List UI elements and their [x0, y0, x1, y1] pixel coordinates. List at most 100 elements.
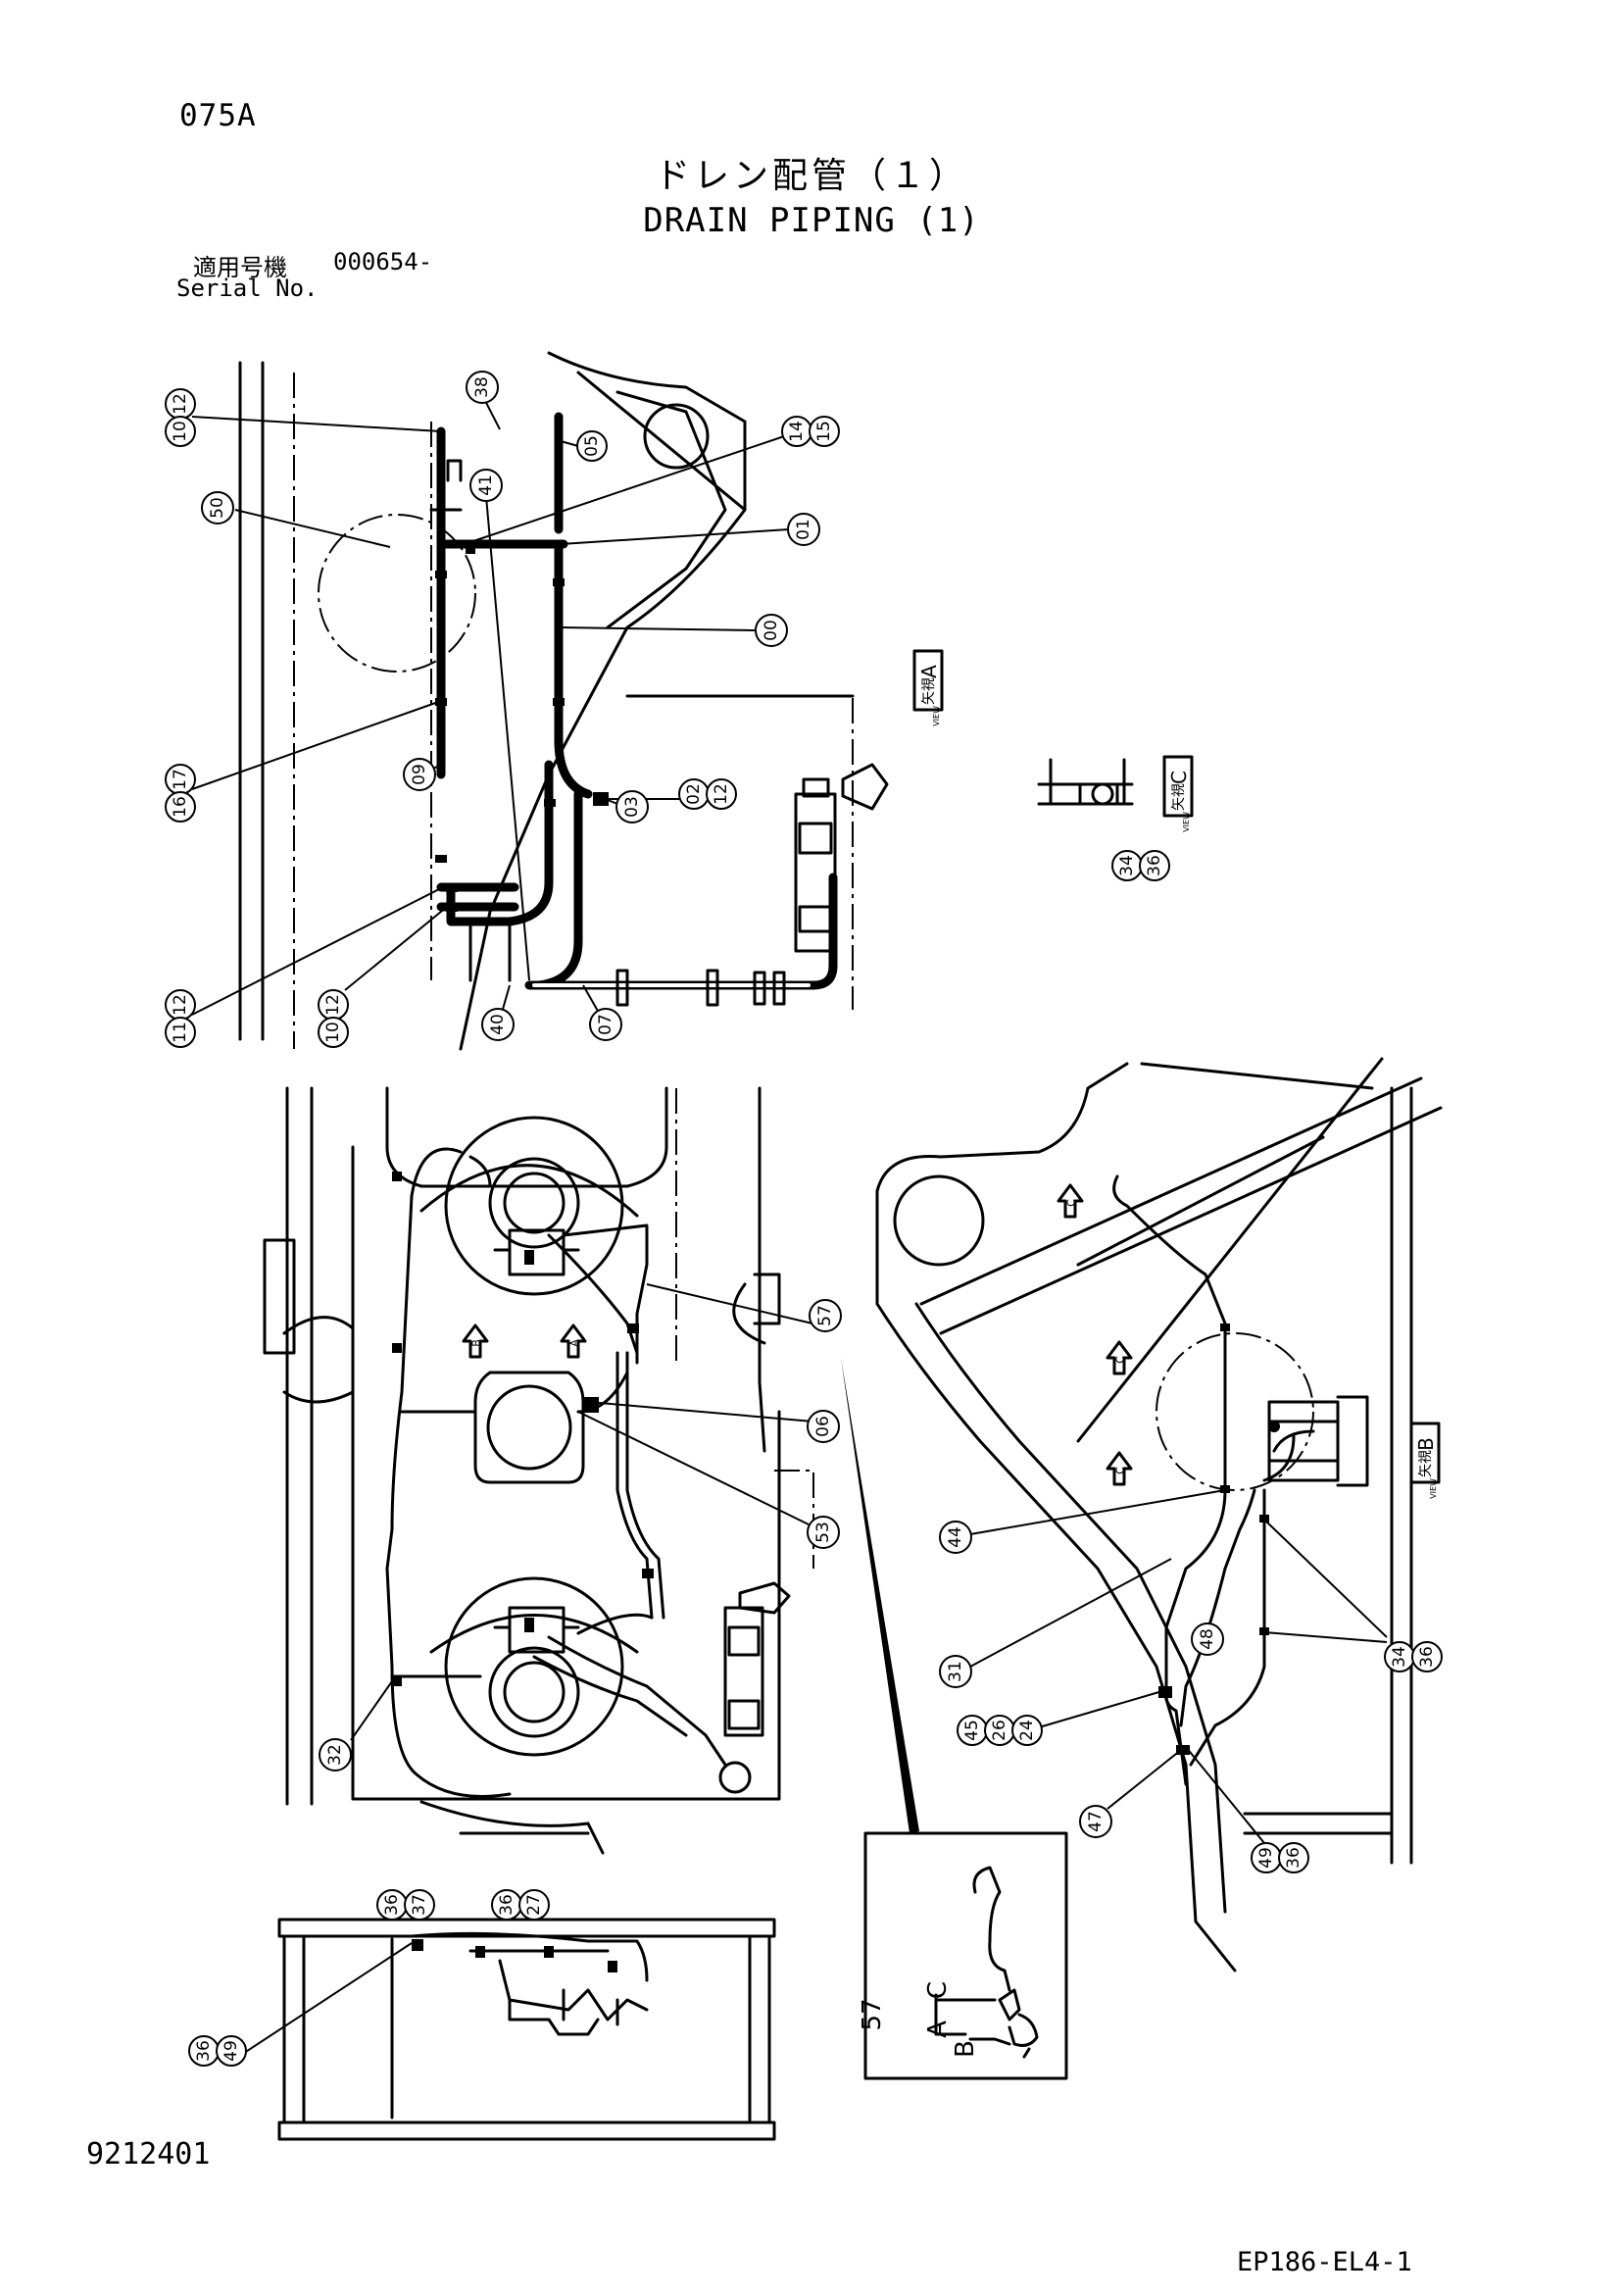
svg-text:12: 12 — [171, 994, 190, 1016]
svg-text:B: B — [470, 1339, 483, 1347]
svg-text:53: 53 — [813, 1522, 833, 1543]
svg-text:14: 14 — [787, 421, 807, 442]
view-tag-b: 矢視 VIEW B — [1409, 1422, 1441, 1499]
detail-57-label: 57 — [858, 1998, 887, 2030]
svg-text:A: A — [917, 665, 941, 678]
callout-07: 07 — [589, 1008, 622, 1041]
callout-44: 44 — [939, 1521, 972, 1554]
callout-50: 50 — [201, 491, 234, 524]
swing-motor-upper — [488, 1157, 580, 1276]
title-english: DRAIN PIPING (1) — [643, 201, 980, 240]
svg-text:10: 10 — [323, 1022, 343, 1043]
svg-text:03: 03 — [622, 796, 642, 818]
svg-text:38: 38 — [472, 376, 492, 398]
callout-48: 48 — [1191, 1622, 1224, 1656]
view-c-detail — [1037, 758, 1134, 806]
svg-text:49: 49 — [1256, 1847, 1276, 1869]
svg-text:矢視: 矢視 — [1171, 783, 1187, 811]
callout-14-15: 14 15 — [781, 416, 840, 447]
leader-lines — [191, 386, 1388, 2060]
svg-text:17: 17 — [171, 769, 190, 790]
callout-31: 31 — [939, 1655, 972, 1688]
svg-text:34: 34 — [1390, 1646, 1409, 1668]
svg-text:36: 36 — [382, 1894, 402, 1916]
svg-text:15: 15 — [814, 421, 834, 442]
svg-text:07: 07 — [596, 1014, 615, 1035]
side-view — [875, 1057, 1443, 1972]
middle-view — [263, 1086, 814, 1855]
callout-05: 05 — [576, 430, 608, 462]
callout-57: 57 — [809, 1299, 842, 1332]
svg-text:VIEW: VIEW — [932, 706, 941, 726]
svg-text:48: 48 — [1198, 1628, 1217, 1650]
view-tag-c: 矢視 VIEW C — [1162, 755, 1194, 832]
svg-text:矢視: 矢視 — [921, 677, 937, 705]
svg-text:36: 36 — [1284, 1847, 1303, 1869]
svg-text:41: 41 — [476, 474, 496, 496]
callout-36-37: 36 37 — [376, 1889, 435, 1921]
svg-text:09: 09 — [410, 764, 429, 785]
svg-text:C: C — [1167, 771, 1191, 784]
svg-text:VIEW: VIEW — [1429, 1478, 1438, 1499]
drawing-code: EP186-EL4-1 — [1237, 2247, 1412, 2277]
upper-view — [238, 351, 889, 1051]
view-arrow-c-1: C — [1057, 1183, 1084, 1219]
callout-47: 47 — [1079, 1805, 1112, 1838]
svg-text:57: 57 — [815, 1305, 835, 1326]
svg-text:37: 37 — [410, 1894, 429, 1916]
callout-53: 53 — [807, 1516, 840, 1549]
svg-text:49: 49 — [221, 2040, 241, 2062]
svg-text:矢視: 矢視 — [1418, 1450, 1434, 1477]
serial-number-value: 000654- — [333, 248, 433, 275]
view-arrow-a: A — [560, 1323, 587, 1359]
svg-text:C: C — [1065, 1199, 1078, 1207]
callout-09: 09 — [403, 758, 436, 791]
serial-label-english: Serial No. — [176, 275, 319, 302]
callout-00: 00 — [755, 614, 788, 647]
callout-38: 38 — [466, 371, 499, 404]
detail-57: 57 A B C — [858, 1831, 1068, 2080]
svg-text:47: 47 — [1086, 1811, 1106, 1832]
svg-text:45: 45 — [962, 1720, 982, 1741]
svg-text:VIEW: VIEW — [1182, 812, 1191, 832]
svg-text:12: 12 — [323, 994, 343, 1016]
svg-text:00: 00 — [762, 620, 781, 641]
swing-motor-lower — [488, 1606, 580, 1738]
view-tag-a: 矢視 VIEW A — [912, 649, 944, 726]
svg-text:26: 26 — [990, 1720, 1009, 1741]
document-number: 9212401 — [86, 2137, 211, 2171]
view-arrow-b: B — [462, 1323, 489, 1359]
svg-text:36: 36 — [194, 2040, 214, 2062]
svg-text:40: 40 — [488, 1014, 508, 1035]
svg-text:B: B — [1414, 1437, 1438, 1451]
detail-57-c-label: C — [923, 1981, 953, 1999]
svg-text:10: 10 — [171, 421, 190, 442]
svg-text:C: C — [1114, 1356, 1127, 1364]
view-arrow-c-2: C — [1106, 1340, 1133, 1375]
callout-40: 40 — [481, 1008, 515, 1041]
svg-text:27: 27 — [524, 1894, 544, 1916]
callout-41: 41 — [469, 469, 503, 502]
view-arrow-c-3: C — [1106, 1451, 1133, 1486]
svg-text:02: 02 — [684, 783, 704, 805]
title-japanese: ドレン配管（１） — [654, 156, 968, 196]
svg-text:50: 50 — [208, 497, 227, 519]
svg-text:31: 31 — [946, 1661, 965, 1682]
svg-text:06: 06 — [813, 1416, 833, 1437]
svg-text:01: 01 — [794, 519, 813, 540]
detail-57-b-label: B — [951, 2040, 980, 2058]
svg-text:34: 34 — [1117, 855, 1137, 876]
callout-49-36: 49 36 — [1251, 1842, 1309, 1873]
svg-text:12: 12 — [171, 393, 190, 415]
callout-36-49: 36 49 — [188, 2035, 247, 2067]
svg-text:44: 44 — [946, 1526, 965, 1548]
svg-text:16: 16 — [171, 796, 190, 818]
